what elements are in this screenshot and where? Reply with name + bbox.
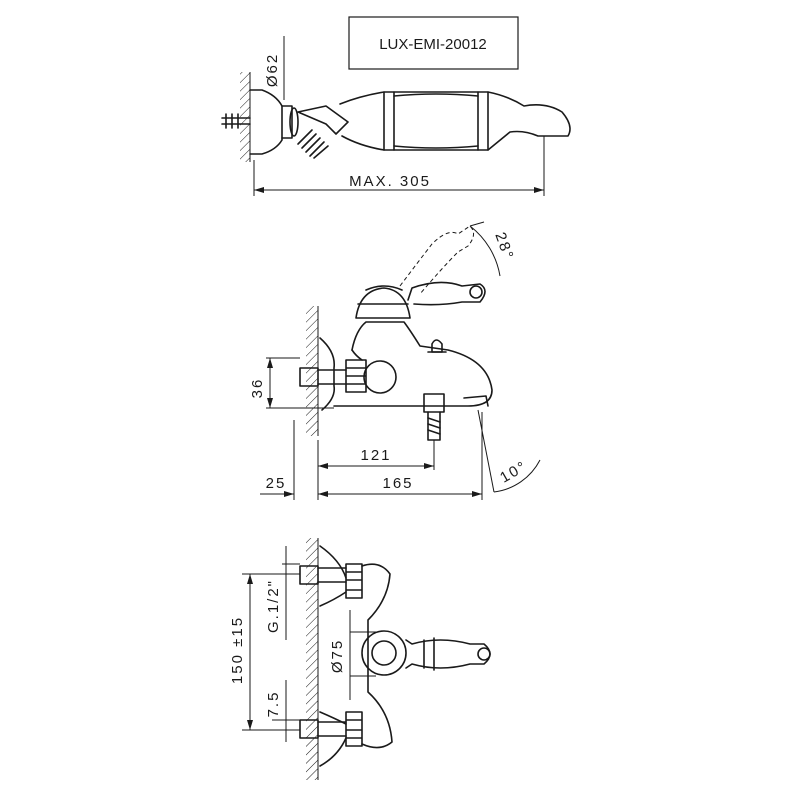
wall-25-label: 25 <box>266 475 287 492</box>
diameter-75-label: Ø75 <box>329 639 346 673</box>
top-view: Ø62 MAX. 305 <box>221 36 571 196</box>
inlet-7-5-label: 7.5 <box>265 691 282 718</box>
product-code-label: LUX-EMI-20012 <box>379 36 487 53</box>
max-length-label: MAX. 305 <box>349 173 431 190</box>
thread-label: G.1/2" <box>265 579 282 633</box>
wall-hatch-side <box>306 306 318 436</box>
wall-hatch-front <box>306 538 318 780</box>
angle-10-label: 10° <box>497 458 530 487</box>
product-code-box: LUX-EMI-20012 <box>348 16 519 70</box>
center-distance-label: 150 ±15 <box>229 616 246 684</box>
side-view: 28° 36 121 25 165 10 <box>249 221 541 500</box>
diameter-62-label: Ø62 <box>264 53 281 87</box>
height-36-label: 36 <box>249 378 266 399</box>
depth-165-label: 165 <box>382 475 413 492</box>
wall-hatch-top <box>240 72 250 162</box>
front-view: Ø75 G.1/2" 7.5 150 ±15 <box>229 538 491 780</box>
spout-121-label: 121 <box>360 447 391 464</box>
